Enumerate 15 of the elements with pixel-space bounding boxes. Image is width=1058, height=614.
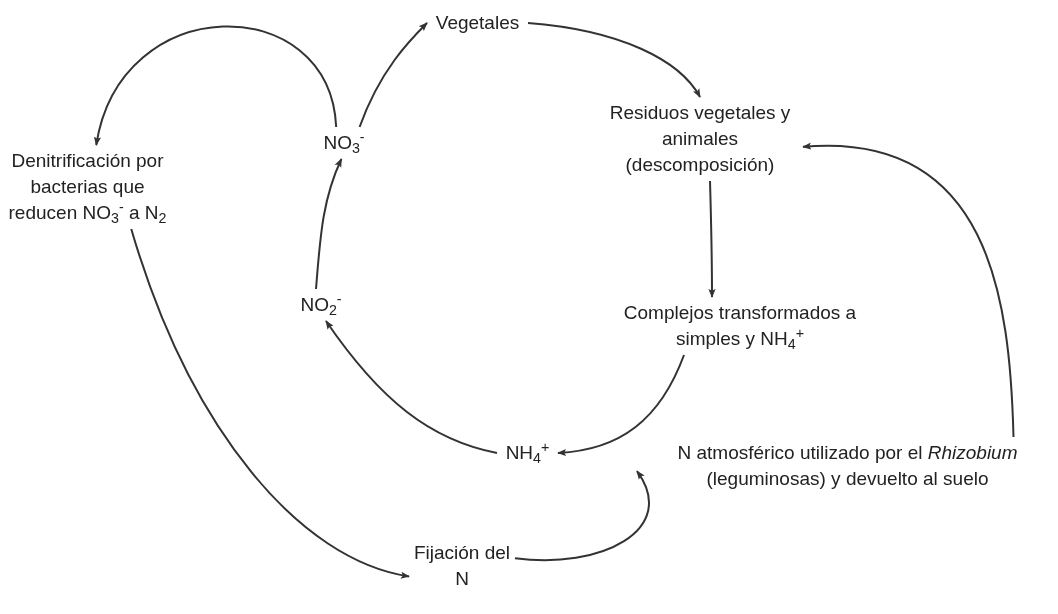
arrow: [802, 143, 1015, 438]
arrow: [130, 228, 410, 579]
node-label: Fijación del N: [412, 540, 512, 592]
arrow: [94, 25, 338, 146]
arrow: [358, 22, 428, 128]
node-label: Denitrificación por bacterias que reducen NO$_{3}$$^{-}$ a N$_{2}$: [0, 148, 175, 226]
arrow: [527, 22, 701, 98]
arrow: [325, 320, 498, 454]
node-label: N atmosférico utilizado por el Rhizobium (leguminosas) y devuelto al suelo: [640, 440, 1055, 492]
node-label: Residuos vegetales y animales (descomposición): [600, 100, 800, 178]
arrow: [708, 180, 716, 298]
node-label: Vegetales: [430, 10, 525, 36]
arrow: [514, 470, 650, 562]
arrow: [315, 158, 343, 290]
arrow: [557, 354, 685, 456]
